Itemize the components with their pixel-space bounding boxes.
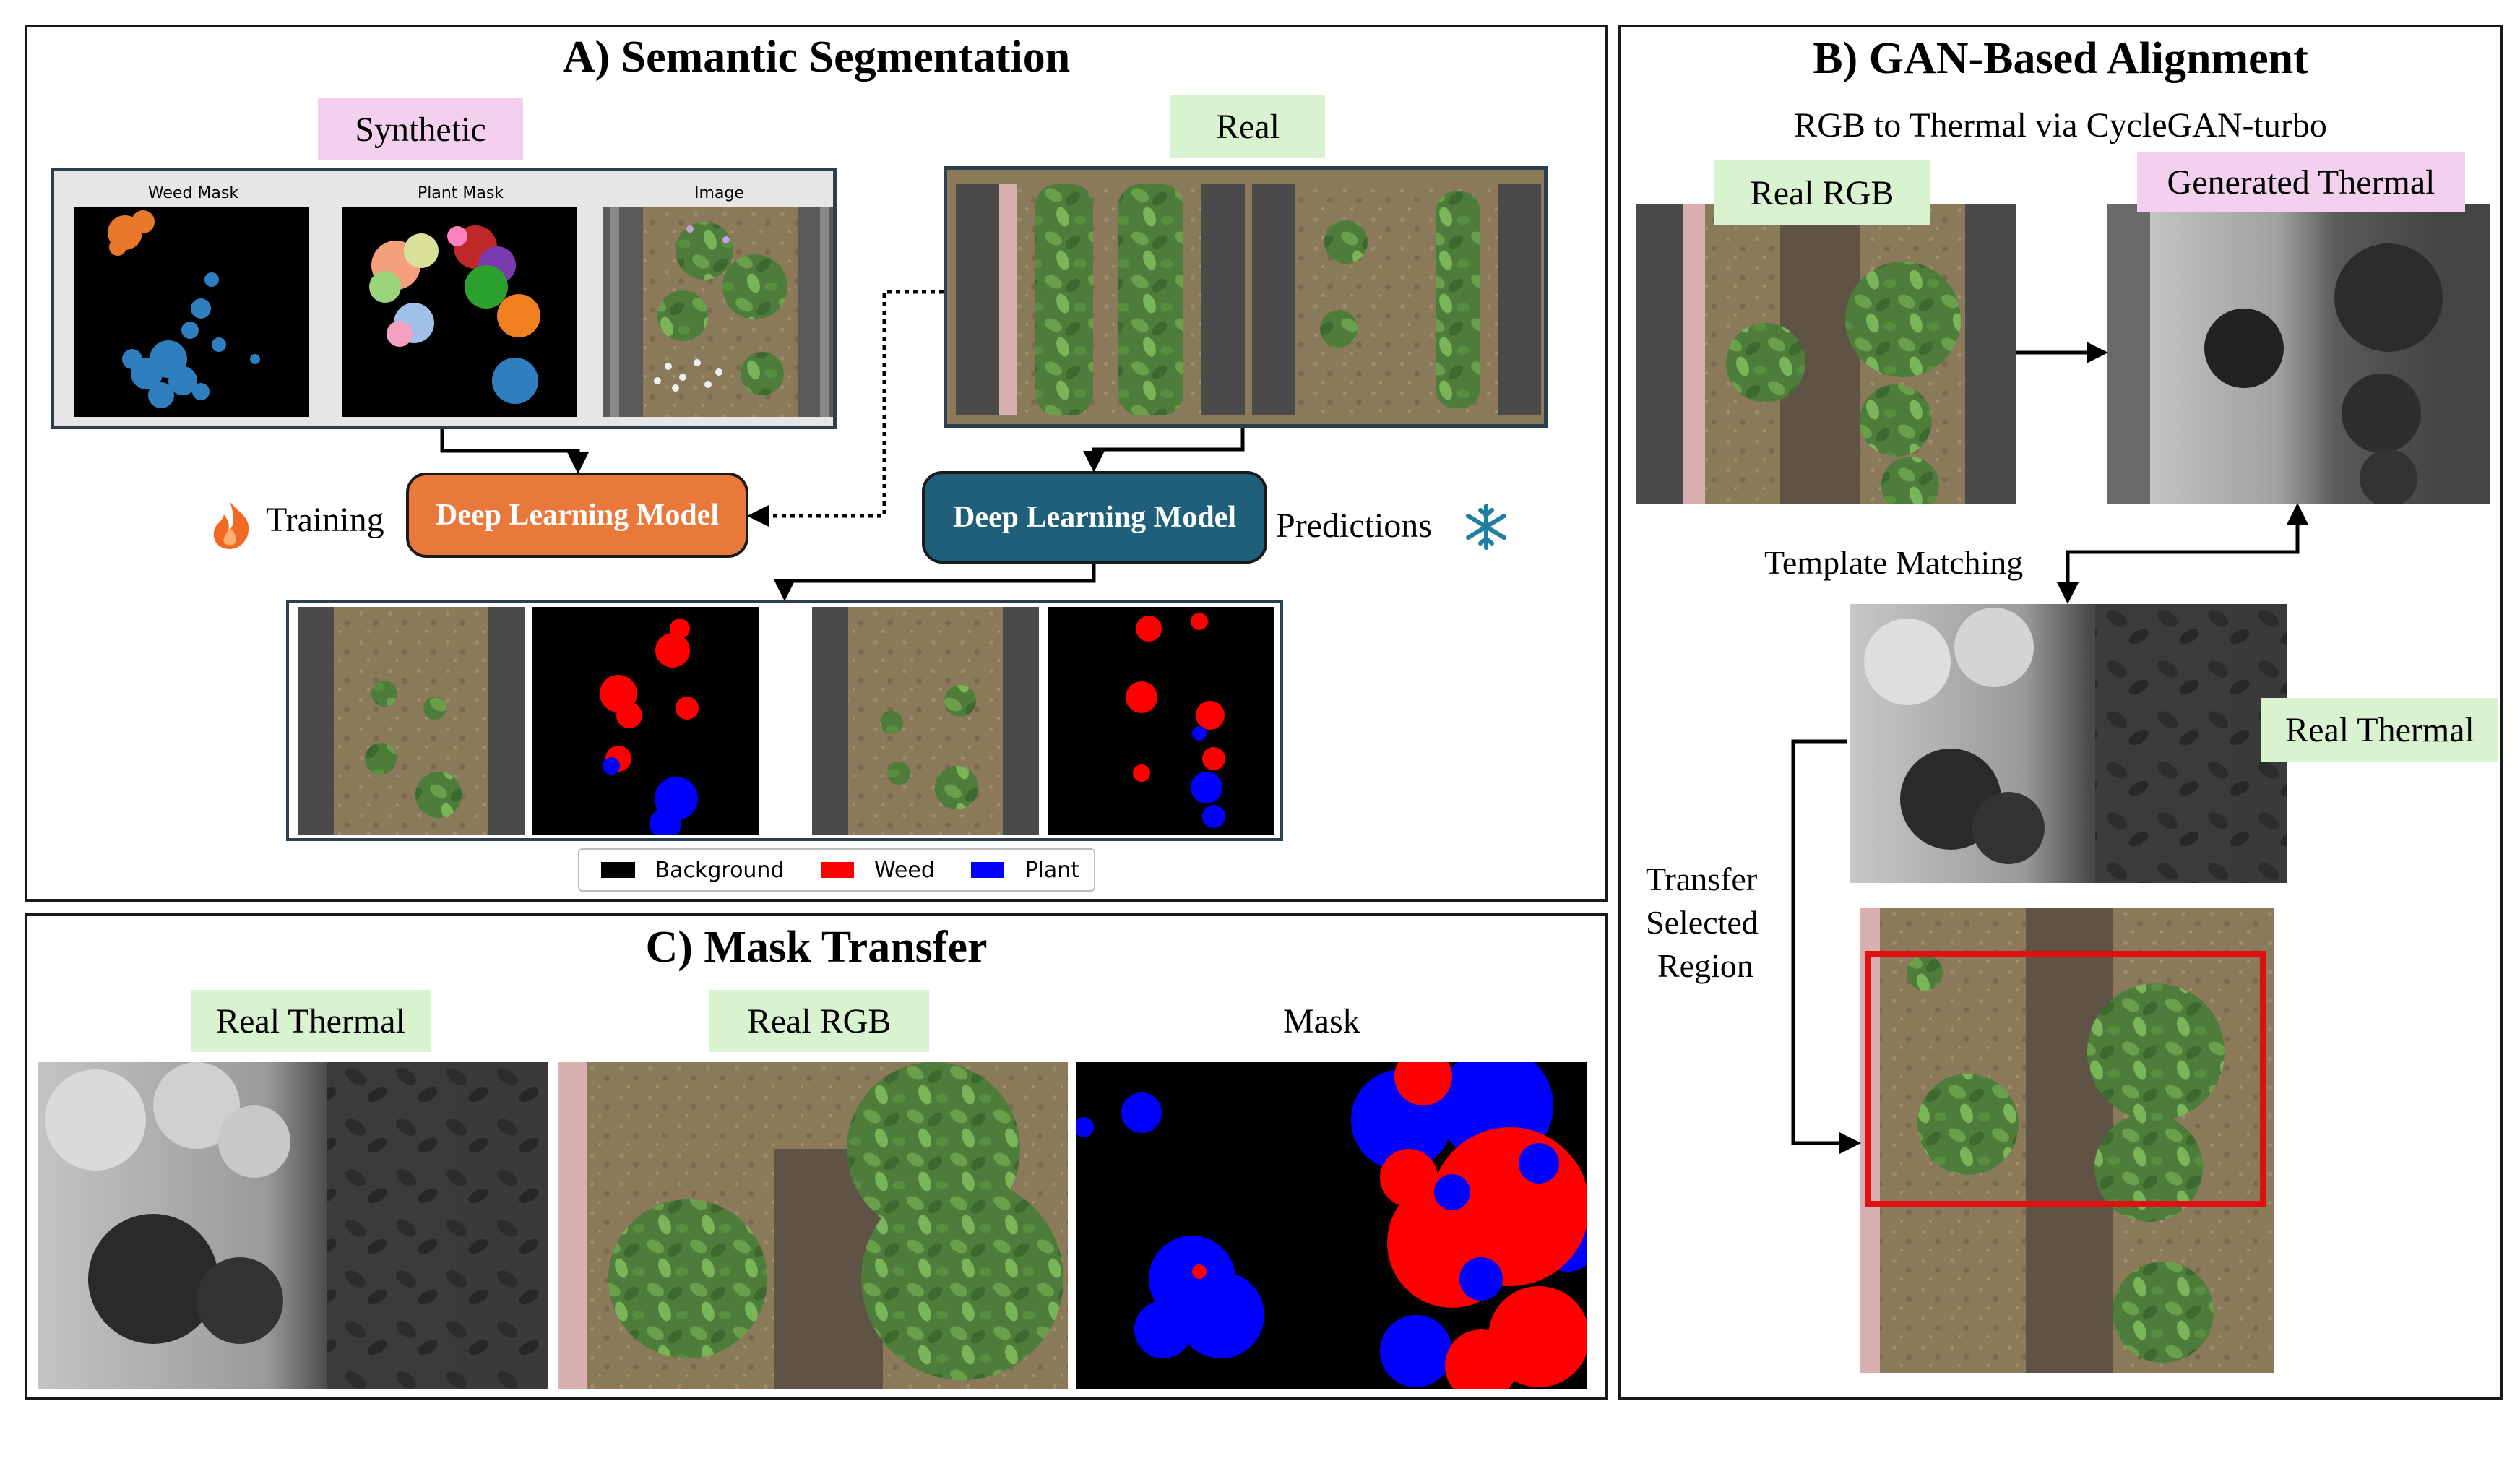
image-header: Image	[694, 184, 744, 202]
c-real-thermal-label: Real Thermal	[191, 990, 431, 1052]
prediction-strip	[286, 600, 1283, 841]
transfer-label-line-1: Transfer	[1646, 861, 1758, 897]
synthetic-rgb-image	[603, 207, 833, 417]
real-image-strip	[944, 166, 1548, 428]
plant-mask-header: Plant Mask	[417, 184, 504, 202]
c-real-rgb-image	[558, 1062, 1068, 1389]
rgb-selected-region-image	[1860, 908, 2274, 1373]
legend-label-weed: Weed	[874, 857, 935, 883]
synthetic-label: Synthetic	[318, 98, 523, 160]
gan-real-rgb-image	[1636, 204, 2016, 504]
c-mask-image	[1076, 1062, 1587, 1389]
prediction-mask-1	[532, 607, 759, 835]
legend-swatch-weed	[820, 862, 855, 878]
snowflake-icon	[1466, 504, 1506, 550]
prediction-mask-2	[1048, 607, 1274, 835]
c-real-rgb-label: Real RGB	[709, 990, 929, 1052]
legend-label-plant: Plant	[1024, 857, 1079, 883]
weed-mask-image	[74, 207, 309, 417]
panel-a-title: A) Semantic Segmentation	[562, 33, 1071, 82]
c-mask-label: Mask	[1283, 1002, 1360, 1040]
generated-thermal-image	[2107, 204, 2490, 504]
fire-icon	[213, 501, 249, 549]
plant-mask-image	[342, 207, 577, 417]
synthetic-image-strip: Weed Mask Plant Mask Image	[51, 168, 837, 429]
real-thermal-image	[1850, 604, 2287, 883]
training-label: Training	[266, 501, 384, 539]
real-rgb-image-1	[956, 184, 1245, 415]
transfer-label-line-3: Region	[1657, 947, 1753, 984]
real-label: Real	[1170, 95, 1325, 158]
segmentation-legend: Background Weed Plant	[578, 848, 1095, 892]
selection-box	[1865, 951, 2266, 1207]
transfer-label-line-2: Selected	[1646, 904, 1759, 941]
real-rgb-image-2	[1252, 184, 1541, 415]
legend-swatch-plant	[970, 862, 1005, 878]
prediction-rgb-2	[812, 607, 1039, 835]
deep-learning-model-train: Deep Learning Model	[406, 473, 748, 558]
c-real-thermal-image	[38, 1062, 548, 1389]
panel-b-subtitle: RGB to Thermal via CycleGAN-turbo	[1794, 106, 2327, 145]
generated-thermal-label: Generated Thermal	[2137, 152, 2465, 212]
weed-mask-header: Weed Mask	[147, 184, 239, 202]
prediction-rgb-1	[298, 607, 525, 835]
real-thermal-label-b: Real Thermal	[2261, 698, 2498, 762]
legend-swatch-background	[601, 862, 635, 878]
template-matching-label: Template Matching	[1764, 544, 2024, 581]
panel-b-title: B) GAN-Based Alignment	[1813, 34, 2308, 83]
panel-c-title: C) Mask Transfer	[645, 923, 988, 972]
gan-real-rgb-label: Real RGB	[1714, 160, 1930, 225]
deep-learning-model-predict: Deep Learning Model	[922, 471, 1267, 564]
legend-label-background: Background	[655, 857, 785, 883]
predictions-label: Predictions	[1276, 507, 1432, 545]
